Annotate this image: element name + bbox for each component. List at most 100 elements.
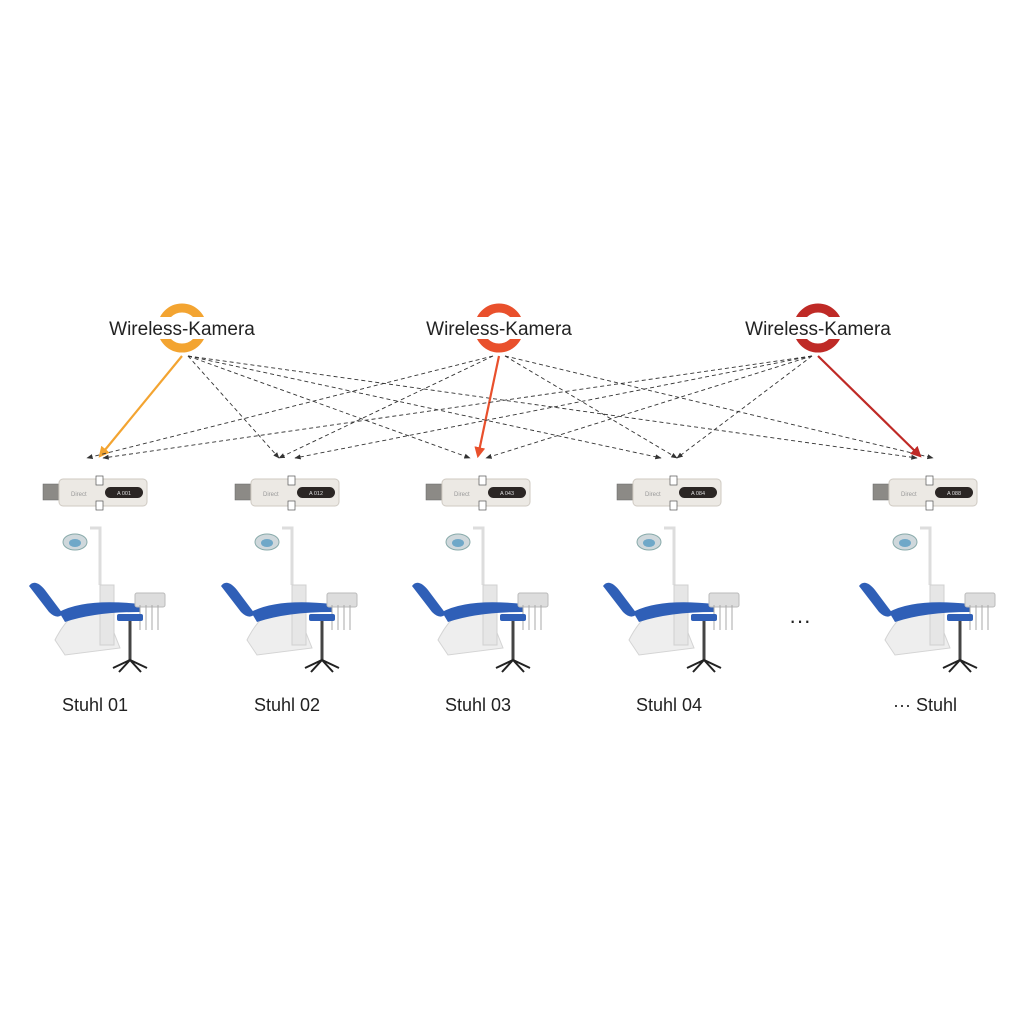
lamp-arm — [473, 526, 485, 585]
receiver-button-up — [287, 475, 296, 486]
dashed-link-arrow — [102, 355, 813, 460]
receiver-button-down — [478, 500, 487, 511]
receiver-button-down — [925, 500, 934, 511]
dashed-link-arrow — [187, 355, 471, 459]
lamp-light — [261, 539, 273, 547]
lamp-arm — [920, 526, 932, 585]
usb-receiver: Direct A 043 — [425, 475, 531, 511]
chair-column — [99, 584, 115, 646]
dashed-link-arrow — [187, 355, 662, 460]
instrument-tray — [326, 592, 358, 608]
receiver-button-up — [925, 475, 934, 486]
chair-label: Stuhl 03 — [445, 695, 511, 715]
receiver-brand: Direct — [263, 492, 279, 498]
lamp-light — [643, 539, 655, 547]
receiver-display — [679, 487, 717, 498]
usb-receiver: Direct A 001 — [42, 475, 148, 511]
dental-chair — [412, 526, 549, 673]
usb-plug — [616, 483, 636, 501]
primary-link-arrow — [817, 355, 922, 458]
stool-legs — [112, 658, 148, 673]
receiver-display — [935, 487, 973, 498]
dashed-link-arrow — [187, 355, 918, 460]
wireless-camera: Wireless-Kamera — [745, 303, 891, 353]
receiver-brand: Direct — [71, 492, 87, 498]
label-background — [110, 317, 254, 339]
receiver-brand: Direct — [901, 492, 917, 498]
dashed-link-arrow — [294, 355, 813, 460]
receiver-code: A 012 — [309, 491, 323, 497]
usb-receiver: Direct A 012 — [234, 475, 340, 511]
stool-seat — [117, 614, 143, 621]
chair-column — [482, 584, 498, 646]
chair-backrest — [859, 582, 893, 617]
stool-legs — [942, 658, 978, 673]
receiver-display — [297, 487, 335, 498]
chair-column — [291, 584, 307, 646]
dashed-link-arrow — [187, 355, 280, 459]
dental-chair — [603, 526, 740, 673]
receiver-code: A 084 — [691, 491, 705, 497]
chair-seat — [442, 602, 523, 622]
dashed-link-arrow — [278, 355, 494, 459]
receiver-code: A 001 — [117, 491, 131, 497]
usb-receiver: Direct A 084 — [616, 475, 722, 511]
lamp-light — [69, 539, 81, 547]
chair-label: Stuhl 04 — [636, 695, 702, 715]
stool-seat — [947, 614, 973, 621]
lamp-arm — [282, 526, 294, 585]
label-background — [746, 317, 890, 339]
receiver-brand: Direct — [454, 492, 470, 498]
primary-link-arrow — [98, 355, 183, 458]
chair-label: ··· Stuhl — [893, 695, 957, 715]
dashed-link-arrow — [676, 355, 813, 459]
receiver-code: A 088 — [947, 491, 961, 497]
receiver-display — [105, 487, 143, 498]
primary-link-arrow — [474, 355, 501, 459]
chair-column — [673, 584, 689, 646]
dental-chair — [29, 526, 166, 673]
chair-unit: Direct A 088 ··· Stuhl — [859, 475, 996, 715]
wireless-camera: Wireless-Kamera — [426, 303, 572, 353]
stool-seat — [500, 614, 526, 621]
instrument-tray — [134, 592, 166, 608]
camera-label: Wireless-Kamera — [426, 319, 572, 340]
dental-chair — [221, 526, 358, 673]
chair-seat — [633, 602, 714, 622]
receiver-code: A 043 — [500, 491, 514, 497]
lamp-arm — [90, 526, 102, 585]
lamp-light — [452, 539, 464, 547]
stool-legs — [495, 658, 531, 673]
camera-label: Wireless-Kamera — [745, 319, 891, 340]
chair-backrest — [29, 582, 63, 617]
chair-label: Stuhl 02 — [254, 695, 320, 715]
stool-legs — [304, 658, 340, 673]
dashed-link-arrow — [485, 355, 813, 459]
usb-plug — [425, 483, 445, 501]
instrument-tray — [517, 592, 549, 608]
receiver-button-down — [95, 500, 104, 511]
instrument-tray — [964, 592, 996, 608]
stool-seat — [309, 614, 335, 621]
stool-legs — [686, 658, 722, 673]
chair-label: Stuhl 01 — [62, 695, 128, 715]
receiver-button-up — [478, 475, 487, 486]
dashed-link-arrow — [504, 355, 934, 460]
more-chairs-ellipsis: ··· — [789, 608, 811, 633]
stool-seat — [691, 614, 717, 621]
connection-lines — [86, 355, 934, 460]
lamp-light — [899, 539, 911, 547]
chair-column — [929, 584, 945, 646]
usb-plug — [872, 483, 892, 501]
chair-backrest — [221, 582, 255, 617]
receiver-button-up — [95, 475, 104, 486]
receiver-brand: Direct — [645, 492, 661, 498]
dashed-link-arrow — [504, 355, 678, 459]
receiver-display — [488, 487, 526, 498]
lamp-arm — [664, 526, 676, 585]
